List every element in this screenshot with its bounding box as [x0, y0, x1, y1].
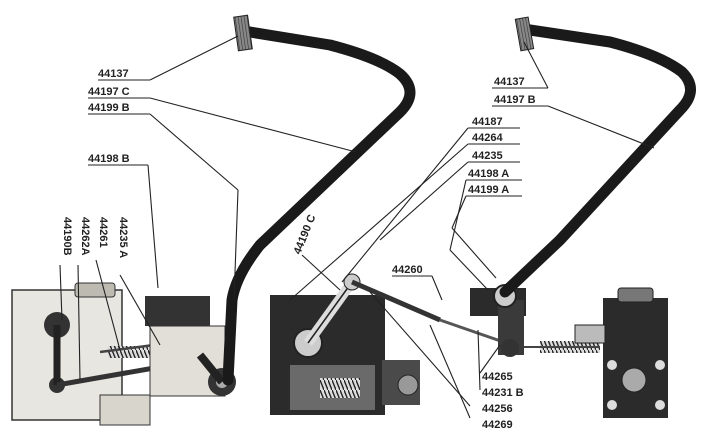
left-housing-cap	[74, 282, 116, 298]
right-pivot	[501, 339, 519, 357]
label-44262a: 44262A	[79, 217, 91, 256]
label-44231b: 44231 B	[482, 387, 524, 399]
label-44197c: 44197 C	[88, 86, 130, 98]
label-44137-left: 44137	[98, 68, 129, 80]
label-44199a: 44199 A	[468, 184, 509, 196]
label-44261: 44261	[97, 217, 109, 248]
label-44198b: 44198 B	[88, 153, 130, 165]
middle-crank-outline	[307, 281, 353, 344]
left-lever	[196, 352, 226, 385]
label-44198a: 44198 A	[468, 168, 509, 180]
right-assembly	[470, 16, 696, 418]
right-screw-2	[655, 400, 665, 410]
left-bracket	[145, 296, 210, 326]
right-housing-cap	[617, 287, 654, 303]
label-44137-right: 44137	[494, 76, 525, 88]
right-fitting	[621, 367, 647, 393]
label-44256: 44256	[482, 403, 513, 415]
left-assembly	[11, 14, 416, 426]
right-screw-3	[607, 360, 617, 370]
middle-valve-nut	[397, 374, 419, 396]
leader-lines	[59, 35, 655, 419]
label-44265: 44265	[482, 371, 513, 383]
left-wiper-arm	[222, 26, 416, 386]
right-wiper-arm	[499, 24, 696, 298]
label-44199b: 44199 B	[88, 102, 130, 114]
label-44260: 44260	[392, 264, 423, 276]
right-screw-1	[607, 400, 617, 410]
label-44197b: 44197 B	[494, 94, 536, 106]
right-housing	[603, 298, 668, 418]
label-44235: 44235	[472, 150, 503, 162]
label-44235a: 44235 A	[117, 217, 129, 258]
middle-spring	[320, 378, 360, 398]
middle-assembly	[270, 273, 600, 415]
left-housing-base	[99, 394, 151, 426]
label-44187: 44187	[472, 116, 503, 128]
middle-link-rod	[351, 279, 441, 323]
label-44190c: 44190 C	[292, 213, 319, 256]
right-boss	[574, 324, 606, 344]
label-44264: 44264	[472, 132, 503, 144]
right-screw-4	[655, 360, 665, 370]
left-knob	[233, 14, 253, 52]
label-44269: 44269	[482, 419, 513, 431]
label-44190b: 44190B	[61, 217, 73, 256]
right-knob	[514, 16, 535, 52]
